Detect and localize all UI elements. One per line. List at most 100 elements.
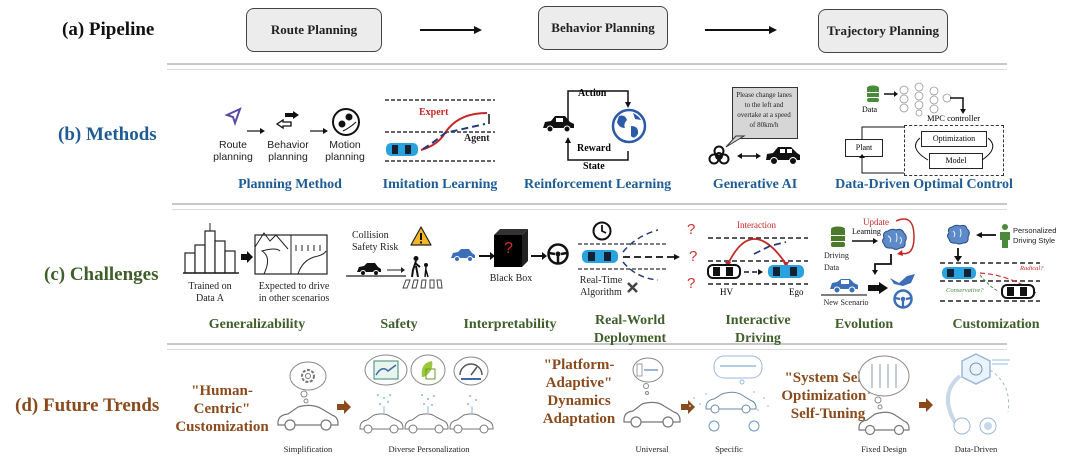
feedback-loop (859, 126, 994, 174)
arrow-right-icon (387, 267, 405, 273)
arrow-right-icon (241, 251, 253, 263)
divider (167, 343, 1007, 350)
black-box-icon (494, 229, 528, 267)
arrow-right-icon (919, 398, 933, 412)
car-icon (830, 279, 858, 294)
label-radical: Radical? (1020, 265, 1044, 272)
planning-part-motion: Motion planning (325, 139, 365, 163)
label-personalized-driving-style: Personalized Driving Style (1013, 226, 1057, 245)
label-fixed-design: Fixed Design (861, 444, 907, 454)
model-box: Model (929, 153, 983, 169)
label-interaction: Interaction (737, 220, 776, 230)
caption-reinforcement-learning: Reinforcement Learning (524, 177, 672, 192)
question-mark: ? (689, 248, 698, 265)
caption-real-world-deployment: Real-World Deployment (593, 313, 667, 346)
turn-arrows-icon (275, 111, 299, 130)
neural-net-icon (899, 82, 952, 117)
globe-icon (611, 108, 647, 144)
label-black-box: Black Box (489, 273, 533, 284)
label-update: Update (863, 217, 889, 227)
label-diverse-personalization: Diverse Personalization (388, 444, 470, 454)
car-icon (451, 249, 475, 262)
person-icon (1000, 224, 1010, 248)
divider (167, 63, 1007, 70)
arrow-right-icon (705, 26, 777, 34)
caption-generative-ai: Generative AI (712, 177, 798, 192)
map-pin-icon (332, 108, 360, 136)
label-conservative: Conservative? (946, 287, 984, 294)
brain-icon (882, 228, 907, 250)
database-icon (831, 226, 845, 247)
pipeline-stage-trajectory-planning: Trajectory Planning (818, 9, 948, 53)
label-state: State (583, 161, 605, 172)
arrow-right-icon (852, 238, 878, 244)
divider (172, 203, 1007, 210)
question-mark: ? (504, 240, 513, 257)
database-icon (867, 85, 879, 102)
optimization-box: Optimization (921, 131, 987, 147)
label-specific: Specific (715, 444, 743, 454)
road-line (821, 294, 867, 296)
update-loop (895, 218, 915, 256)
label-new-scenario: New Scenario (823, 298, 869, 307)
planning-part-route: Route planning (213, 139, 253, 163)
caption-generalizability: Generalizability (208, 317, 306, 332)
imitation-learning-diagram (385, 99, 495, 162)
label-expert: Expert (419, 107, 449, 118)
car-outline-icon (858, 411, 910, 436)
caption-data-driven-optimal-control: Data-Driven Optimal Control (835, 177, 1013, 192)
arrow-right-icon (531, 252, 547, 260)
cross-icon (627, 282, 638, 293)
clock-icon (592, 221, 612, 241)
data-drops (377, 394, 477, 413)
car-outline-icon (359, 413, 404, 434)
road-line (346, 275, 406, 277)
thought-bubble-formula (632, 357, 664, 395)
bidirectional-arrow-icon (737, 153, 761, 159)
speech-bubble (732, 87, 798, 139)
pipeline-stage-behavior-planning: Behavior Planning (538, 6, 668, 50)
elbow-arrow-icon (872, 254, 892, 275)
label-driving-data: Driving Data (824, 251, 849, 272)
row-label-pipeline: (a) Pipeline (62, 19, 155, 40)
pipeline-stage-route-planning: Route Planning (246, 8, 382, 52)
data-driven-cycle-graphic (946, 353, 1010, 435)
arrow-down-icon (954, 248, 962, 262)
arrow-down-icon (950, 97, 966, 114)
arrow-right-icon (868, 282, 888, 294)
rl-loop-diagram (565, 90, 631, 161)
mpc-dashed-box (904, 125, 1004, 176)
car-icon (766, 147, 800, 165)
label-expected-to-drive: Expected to drive in other scenarios (258, 281, 330, 304)
arrow-right-icon (310, 128, 328, 134)
planning-part-behavior: Behavior planning (267, 139, 309, 163)
car-outline-icon (449, 413, 494, 434)
arrow-left-icon (976, 232, 996, 238)
question-mark: ? (687, 221, 696, 238)
speech-bubble-tail (725, 135, 746, 148)
arrow-right-icon (884, 91, 898, 97)
label-learning: Learning (852, 227, 881, 236)
plant-box: Plant (845, 139, 883, 157)
thought-bubble-speedometer (453, 356, 489, 386)
label-reward: Reward (577, 143, 611, 154)
label-action: Action (578, 88, 607, 99)
arrow-right-icon (337, 400, 351, 414)
arrow-right-icon (420, 26, 482, 34)
row-label-methods: (b) Methods (58, 124, 157, 145)
interactive-driving-diagram (707, 237, 808, 285)
label-universal: Universal (635, 444, 669, 454)
thought-bubble-eco (410, 354, 446, 386)
caption-interactive-driving: Interactive Driving (725, 313, 791, 346)
pedestrian-icon (411, 256, 429, 278)
label-data-driven: Data-Driven (954, 444, 998, 454)
caption-safety: Safety (380, 317, 418, 332)
label-simplification: Simplification (283, 444, 333, 454)
steering-wheel-icon (547, 243, 569, 265)
label-agent: Agent (464, 133, 490, 144)
navigation-arrow-icon (224, 107, 242, 127)
arrow-right-icon (681, 400, 695, 414)
specific-dynamics-graphic (689, 355, 769, 432)
speech-bubble-text: Please change lanes to the left and over… (736, 91, 792, 129)
arrow-right-icon (247, 128, 265, 134)
